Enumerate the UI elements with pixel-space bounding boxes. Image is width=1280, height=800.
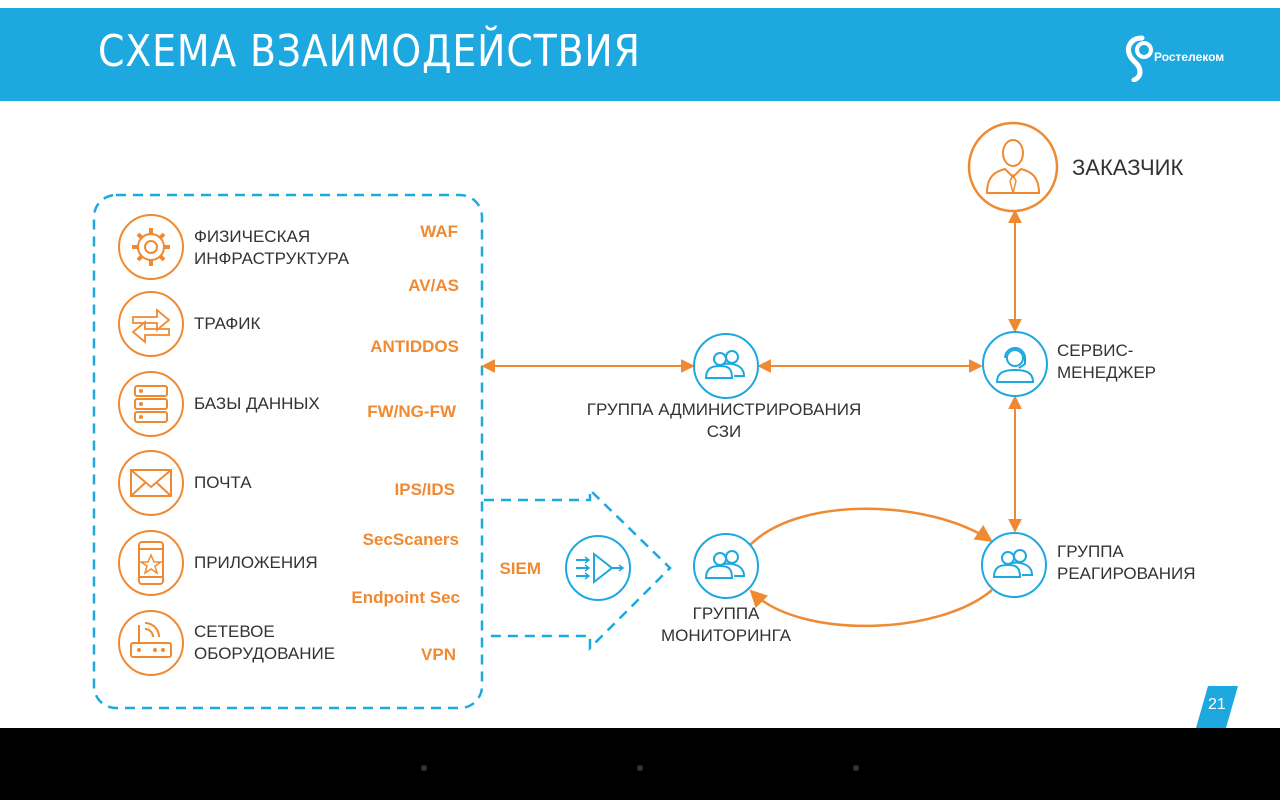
diagram-canvas bbox=[92, 121, 1059, 710]
nav-recents-button[interactable] bbox=[853, 765, 859, 771]
assets-container bbox=[92, 193, 484, 710]
response-group-icon bbox=[981, 532, 1047, 598]
customer-label: ЗАКАЗЧИК bbox=[1072, 155, 1184, 180]
slide-header: СХЕМА ВЗАИМОДЕЙСТВИЯ Ростелеком bbox=[0, 8, 1280, 101]
slide: СХЕМА ВЗАИМОДЕЙСТВИЯ Ростелеком bbox=[0, 0, 1280, 728]
mail-icon bbox=[118, 450, 184, 516]
monitoring-group-label: ГРУППА МОНИТОРИНГА bbox=[661, 604, 791, 645]
slide-title: СХЕМА ВЗАИМОДЕЙСТВИЯ bbox=[98, 26, 641, 77]
connector-response-to-monitoring bbox=[749, 589, 993, 628]
rostelecom-logo-icon bbox=[1126, 35, 1153, 83]
siem-label: SIEM bbox=[499, 559, 541, 578]
asset-label-databases: БАЗЫ ДАННЫХ bbox=[194, 394, 320, 413]
tool-av-as: AV/AS bbox=[408, 276, 459, 295]
asset-label-apps: ПРИЛОЖЕНИЯ bbox=[194, 553, 318, 572]
tool-waf: WAF bbox=[420, 222, 458, 241]
tool-antiddos: ANTIDDOS bbox=[370, 337, 459, 356]
logo-text: Ростелеком bbox=[1154, 50, 1225, 64]
traffic-arrows-icon bbox=[118, 291, 184, 357]
tool-secscaners: SecScaners bbox=[362, 530, 459, 549]
gear-icon bbox=[118, 214, 184, 280]
siem-arrow-outline bbox=[484, 487, 672, 652]
asset-label-mail: ПОЧТА bbox=[194, 473, 252, 492]
tool-vpn: VPN bbox=[421, 645, 456, 664]
tool-ips-ids: IPS/IDS bbox=[394, 480, 455, 499]
monitoring-group-icon bbox=[693, 533, 759, 599]
asset-label-network: СЕТЕВОЕ ОБОРУДОВАНИЕ bbox=[194, 622, 336, 663]
rostelecom-logo: Ростелеком bbox=[1124, 34, 1234, 83]
admin-group-label: ГРУППА АДМИНИСТРИРОВАНИЯ СЗИ bbox=[586, 400, 862, 441]
page-number: 21 bbox=[1208, 696, 1226, 713]
tool-endpoint-sec: Endpoint Sec bbox=[351, 588, 460, 607]
siem-filter-icon bbox=[565, 535, 631, 601]
asset-label-physical: ФИЗИЧЕСКАЯ ИНФРАСТРУКТУРА bbox=[194, 227, 350, 268]
tool-fw-ngfw: FW/NG-FW bbox=[367, 402, 456, 421]
nav-back-button[interactable] bbox=[421, 765, 427, 771]
database-icon bbox=[118, 371, 184, 437]
businessman-icon bbox=[967, 121, 1059, 213]
admin-group-icon bbox=[693, 333, 759, 399]
device-nav-bar bbox=[0, 728, 1280, 800]
headset-operator-icon bbox=[982, 331, 1048, 397]
router-icon bbox=[118, 610, 184, 676]
nav-home-button[interactable] bbox=[637, 765, 643, 771]
asset-label-traffic: ТРАФИК bbox=[194, 314, 261, 333]
page-number-badge bbox=[1196, 686, 1238, 728]
service-manager-label: СЕРВИС- МЕНЕДЖЕР bbox=[1057, 341, 1157, 382]
response-group-label: ГРУППА РЕАГИРОВАНИЯ bbox=[1057, 542, 1196, 583]
connector-monitoring-to-response bbox=[749, 507, 993, 546]
mobile-app-icon bbox=[118, 530, 184, 596]
